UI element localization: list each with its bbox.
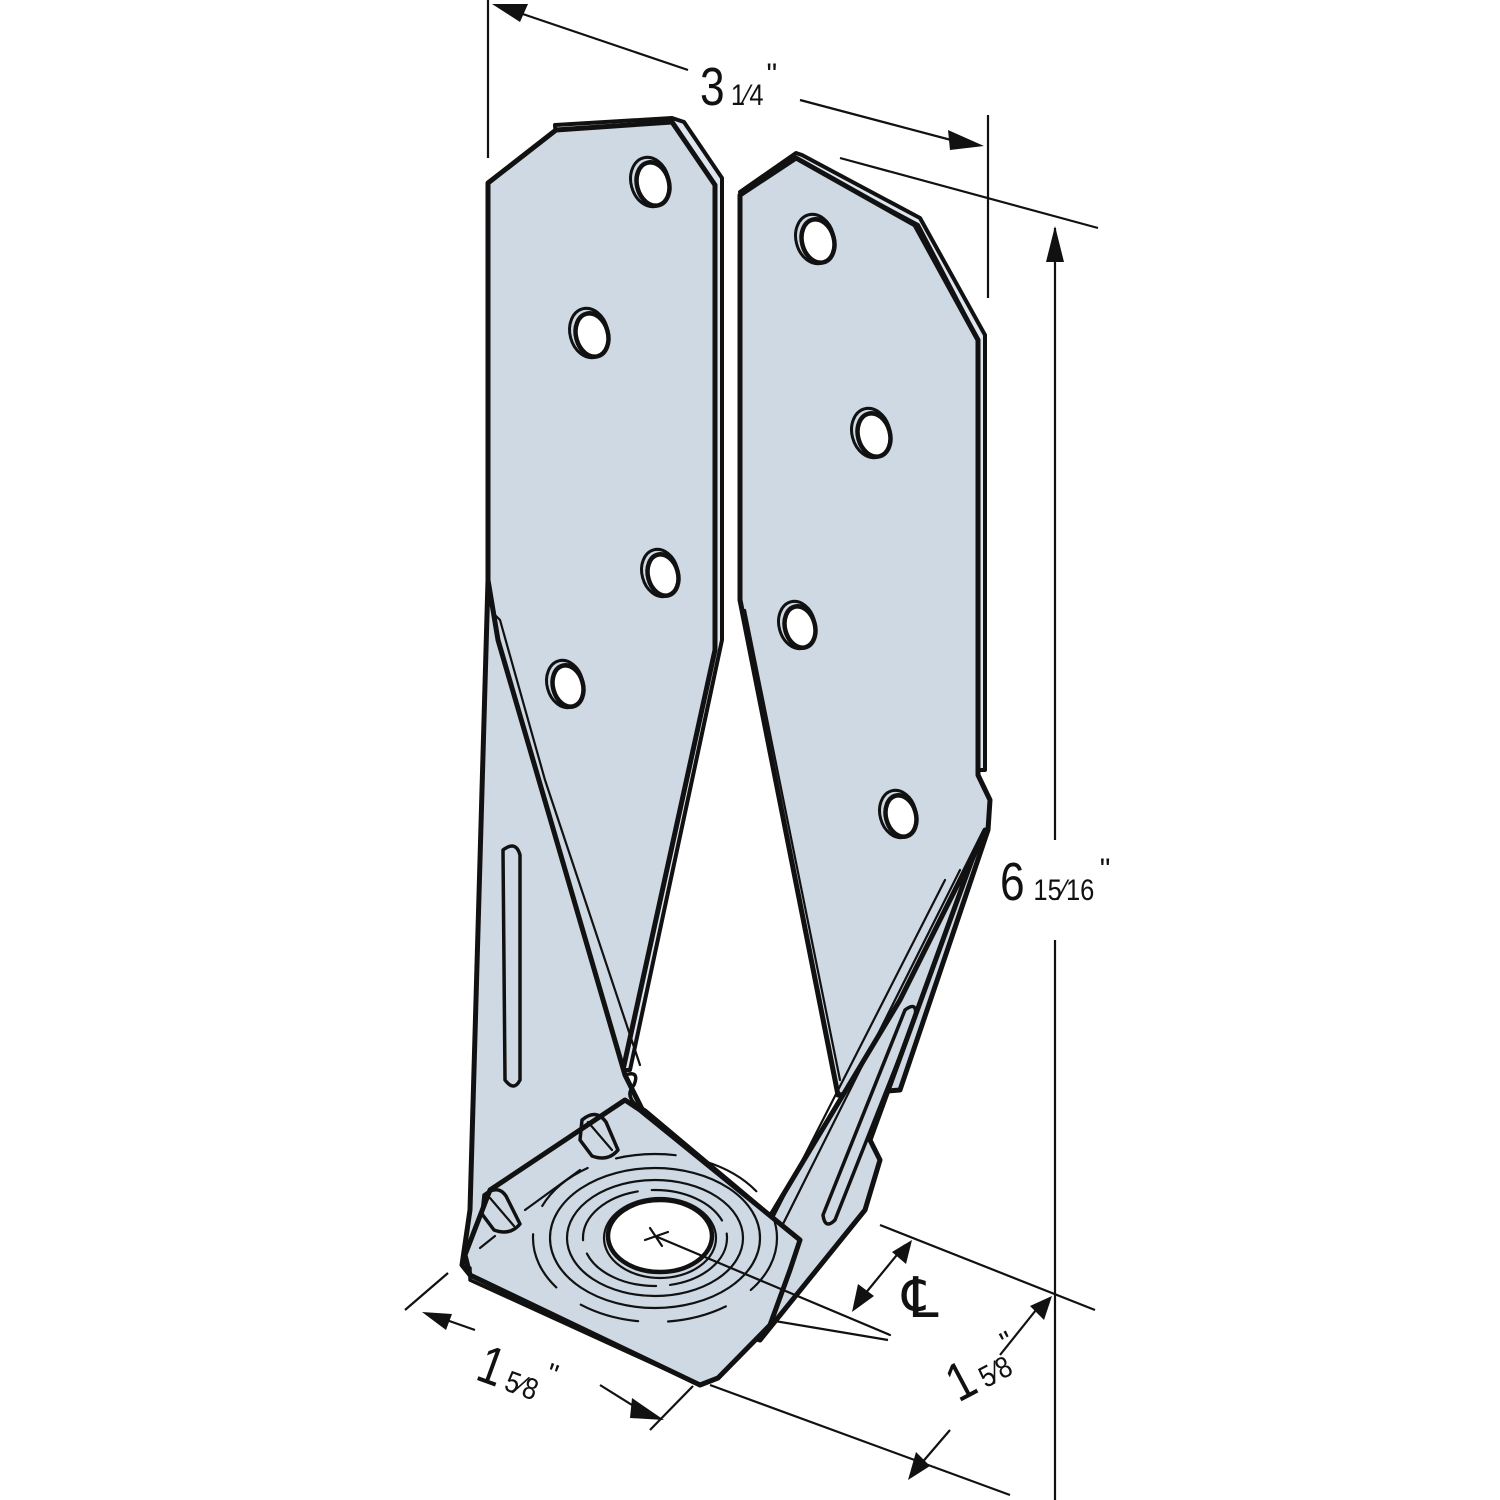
dimension-unit: " (1099, 853, 1111, 886)
dimension-whole: 6 (1000, 852, 1025, 912)
dimension-whole: 3 (700, 57, 725, 117)
anchor-embossment-rings (531, 1152, 779, 1324)
dimension-overall-width (486, 0, 990, 298)
fastener-hole (782, 604, 818, 650)
anchor-bolt-hole (605, 1197, 715, 1275)
arrowhead-up-icon (1046, 226, 1064, 262)
fastener-hole (634, 160, 672, 208)
dimension-unit: " (766, 58, 778, 91)
corner-dimple (480, 1188, 522, 1234)
fastener-hole (855, 411, 893, 459)
fastener-hole (883, 793, 919, 839)
arrowhead-left-icon (492, 4, 528, 22)
centerline (653, 1234, 892, 1337)
flange-gap-notch (623, 1072, 802, 1242)
stiffener-embossment (501, 844, 522, 1088)
arrowhead-right-icon (948, 130, 984, 150)
fastener-hole (550, 663, 586, 709)
dimension-fraction: 1⁄4 (730, 79, 764, 112)
stiffener-embossment (821, 1004, 918, 1226)
base-seat (462, 1097, 892, 1388)
fastener-hole (799, 217, 837, 265)
corner-dimple (578, 1112, 620, 1160)
dimension-seat (404, 1223, 1096, 1497)
fastener-hole (645, 552, 681, 598)
right-flange (737, 151, 993, 1098)
dimension-overall-height (839, 156, 1099, 1500)
dimension-fraction: 5⁄8 (500, 1365, 543, 1408)
dimension-fraction: 15⁄16 (1033, 874, 1095, 907)
centerline-symbol: ℄ (895, 1266, 946, 1329)
fastener-hole (573, 311, 611, 359)
